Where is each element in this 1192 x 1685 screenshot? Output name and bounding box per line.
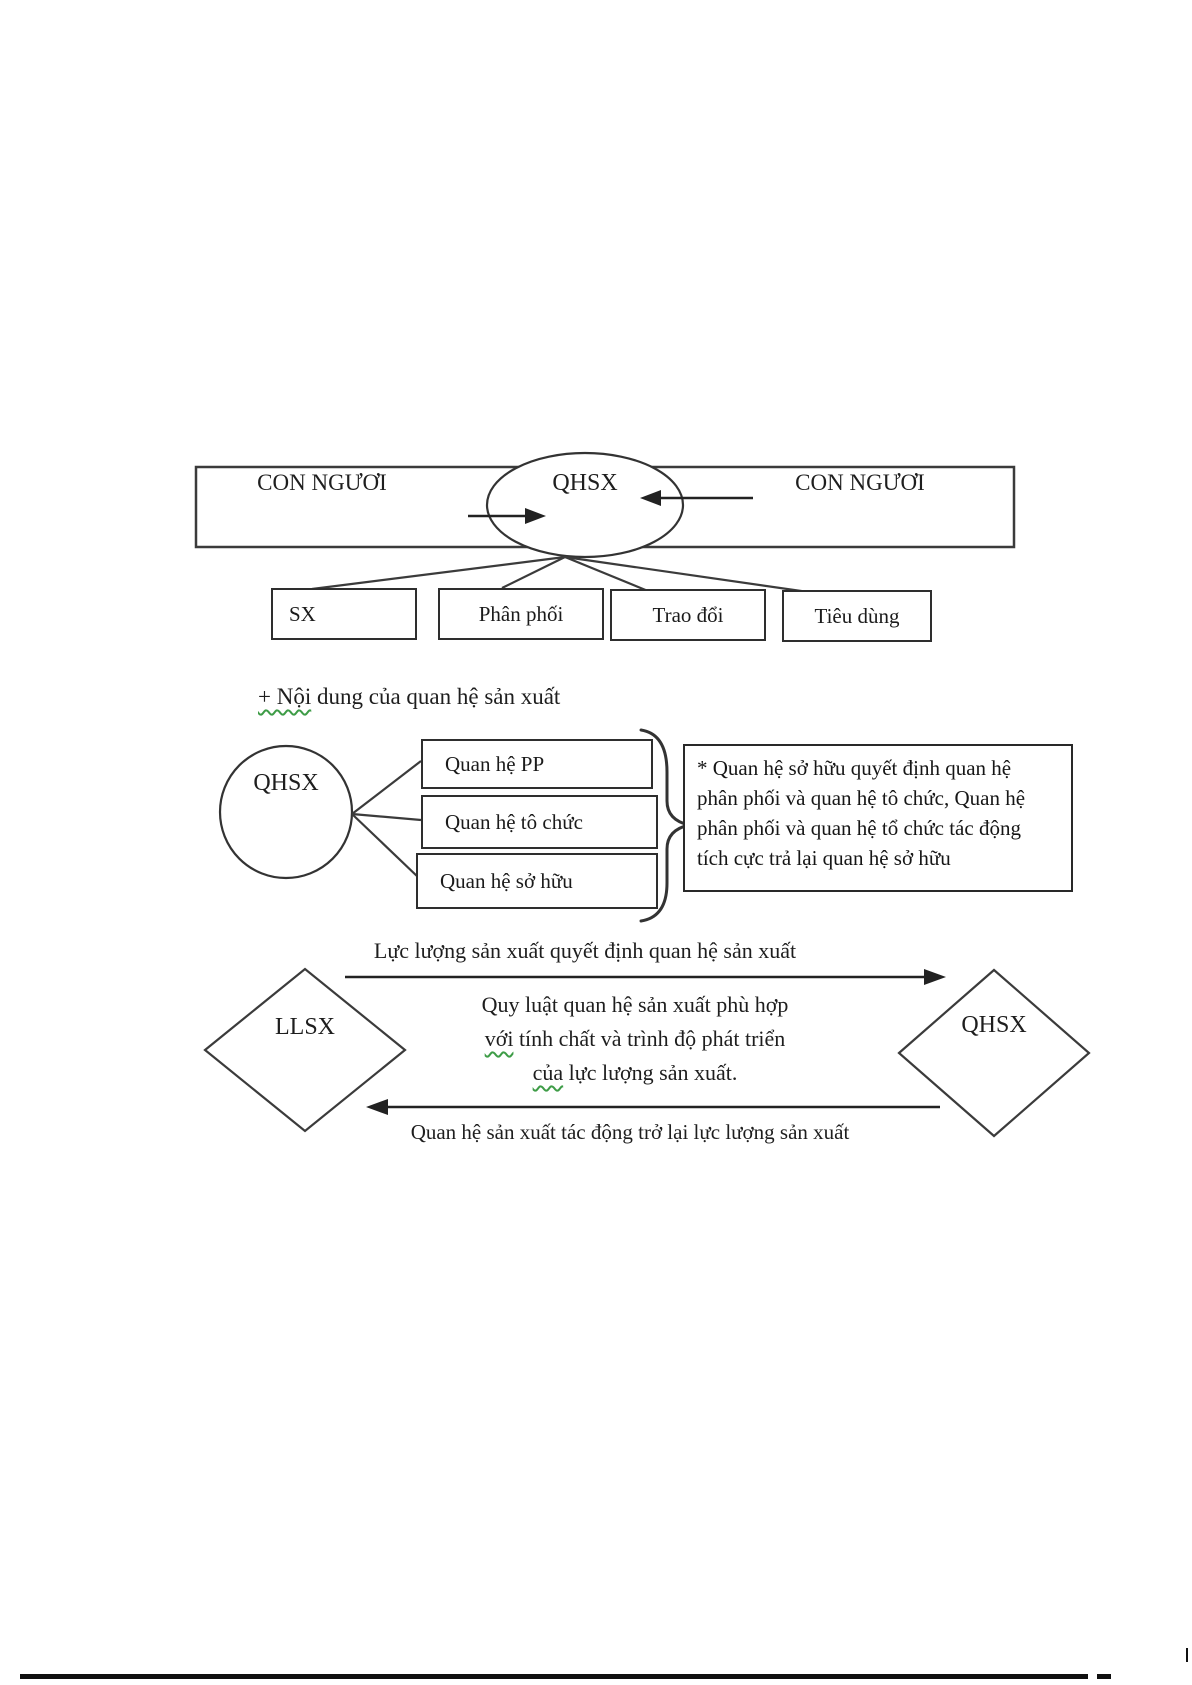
qhsx-ellipse-label: QHSX [552, 470, 618, 496]
llsx-diamond-label: LLSX [275, 1014, 335, 1040]
relation-box-so-huu: Quan hệ sở hữu [416, 853, 658, 909]
process-box-trao-doi: Trao đổi [610, 589, 766, 641]
arrow-right-icon [345, 969, 946, 985]
llsx-diamond [203, 967, 407, 1133]
arrow-left-icon [640, 490, 753, 506]
arrow-left-icon [366, 1099, 940, 1115]
note-line: * Quan hệ sở hữu quyết định quan hệ [697, 756, 1012, 780]
law-description-line: với tính chất và trình độ phát triển [400, 1022, 870, 1056]
relation-box-pp: Quan hệ PP [421, 739, 653, 789]
note-line: phân phối và quan hệ tô chức, Quan hệ [697, 786, 1026, 810]
page-bottom-border-fragment [1097, 1674, 1111, 1679]
misspelled-word: của [532, 1060, 564, 1085]
qhsx-circle [218, 744, 354, 880]
process-box-label: Phân phối [478, 601, 564, 626]
process-box-phan-phoi: Phân phối [438, 588, 604, 640]
qhsx-diamond-label: QHSX [961, 1012, 1027, 1038]
misspelled-word: với [484, 1026, 514, 1051]
bottom-arrow-label: Quan hệ sản xuất tác động trở lại lực lư… [410, 1120, 850, 1144]
note-line: phân phối và quan hệ tổ chức tác động [697, 816, 1021, 840]
law-description-line: Quy luật quan hệ sản xuất phù hợp [400, 988, 870, 1022]
right-human-label: CON NGƯƠI [795, 470, 925, 495]
process-box-tieu-dung: Tiêu dùng [782, 590, 932, 642]
line-rest: lực lượng sản xuất. [563, 1060, 738, 1085]
section-heading: + Nội dung của quan hệ sản xuất [258, 684, 560, 710]
arrow-right-icon [468, 508, 546, 524]
line-rest: tính chất và trình độ phát triển [513, 1026, 786, 1051]
process-box-label: Tiêu dùng [814, 603, 900, 628]
process-box-sx: SX [271, 588, 417, 640]
law-description: Quy luật quan hệ sản xuất phù hợp với tí… [400, 988, 870, 1090]
process-box-label: Trao đổi [652, 602, 724, 627]
page-right-border-fragment [1186, 1648, 1188, 1662]
top-arrow-label: Lực lượng sản xuất quyết định quan hệ sả… [373, 938, 797, 963]
heading-rest: dung của quan hệ sản xuất [311, 684, 561, 709]
line-rest: Quy luật quan hệ sản xuất phù hợp [481, 992, 789, 1017]
heading-misspelled-part: + Nội [258, 684, 312, 709]
relation-box-label: Quan hệ PP [445, 751, 545, 776]
circle-connector-lines [351, 760, 422, 879]
note-line: tích cực trả lại quan hệ sở hữu [697, 846, 951, 870]
relation-box-label: Quan hệ tô chức [445, 809, 583, 834]
qhsx-ellipse [485, 451, 685, 559]
ownership-note-box: * Quan hệ sở hữu quyết định quan hệ phân… [683, 744, 1073, 892]
left-human-label: CON NGƯƠI [257, 470, 387, 495]
process-box-label: SX [289, 601, 316, 626]
qhsx-circle-label: QHSX [253, 770, 319, 796]
relation-box-label: Quan hệ sở hữu [440, 868, 573, 893]
law-description-line: của lực lượng sản xuất. [400, 1056, 870, 1090]
qhsx-diamond [897, 968, 1091, 1138]
page-bottom-border [20, 1674, 1088, 1679]
relation-box-to-chuc: Quan hệ tô chức [421, 795, 658, 849]
